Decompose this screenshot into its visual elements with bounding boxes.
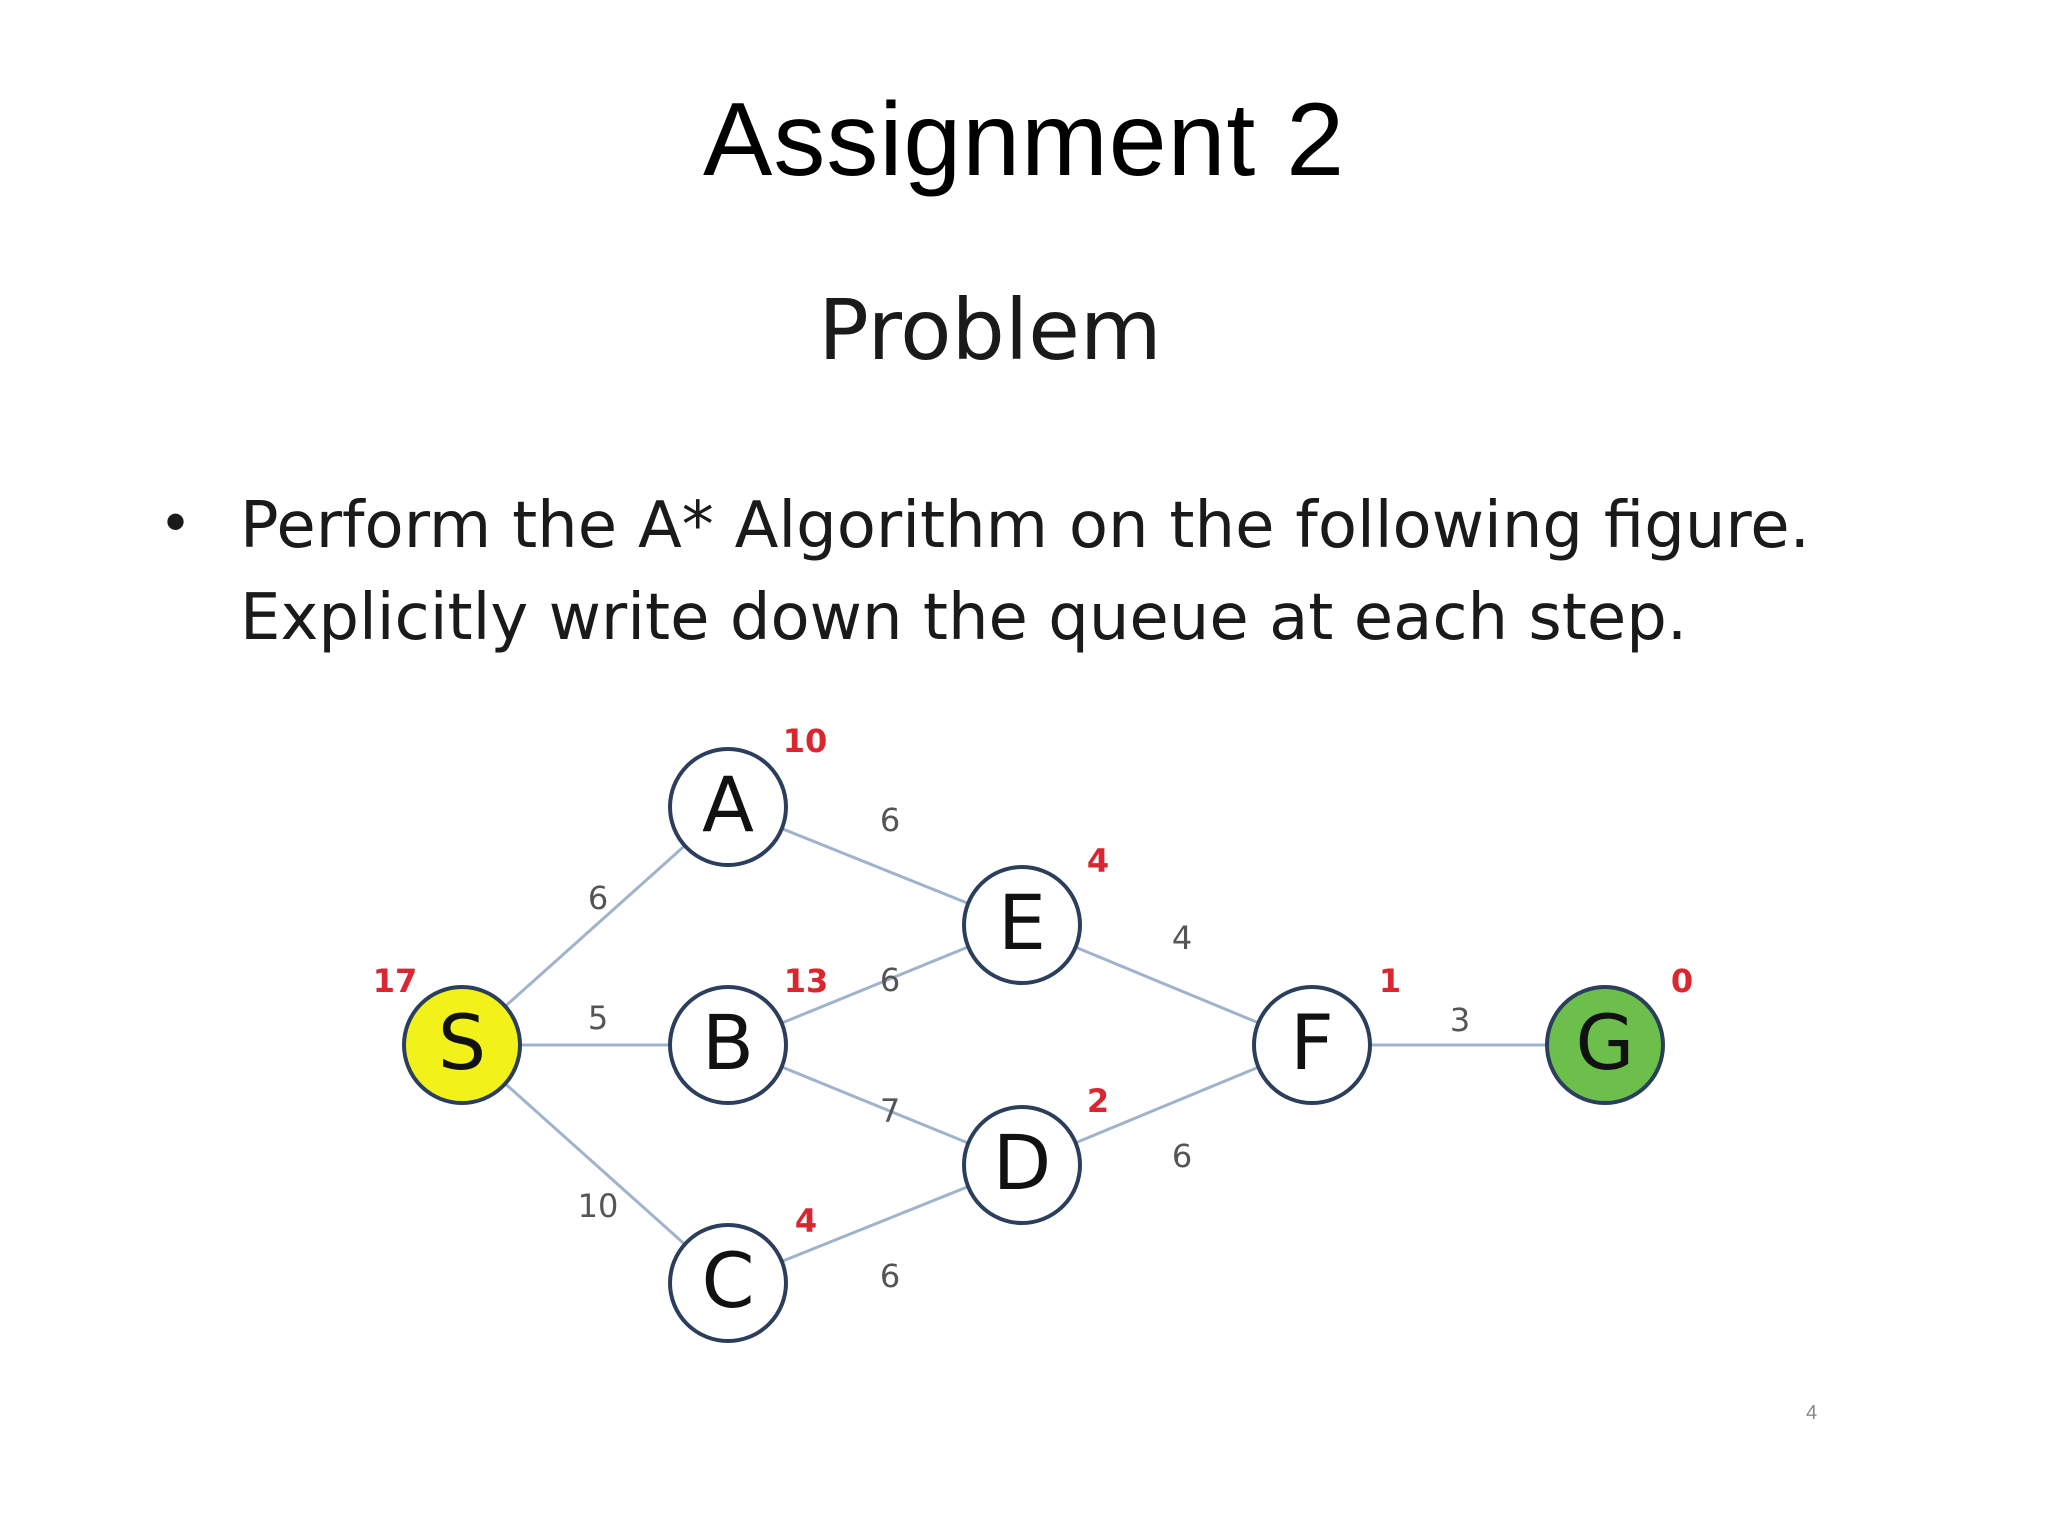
problem-statement: Perform the A* Algorithm on the followin… (240, 489, 1810, 655)
node-e-label: E (998, 878, 1046, 967)
page-number: 4 (1806, 1402, 1818, 1424)
edge-weight-a-e: 6 (880, 801, 900, 839)
edge-weight-b-e: 6 (880, 961, 900, 999)
edge-weight-d-f: 6 (1172, 1137, 1192, 1175)
edge-weight-s-b: 5 (588, 999, 608, 1037)
graph-nodes: S A B C E D F G (402, 747, 1665, 1343)
edge-weight-c-d: 6 (880, 1257, 900, 1295)
edge-weight-e-f: 4 (1172, 919, 1192, 957)
heuristic-a: 10 (783, 722, 828, 760)
heuristic-g: 0 (1671, 962, 1693, 1000)
edge-weight-f-g: 3 (1450, 1001, 1470, 1039)
edge-weights: 6 5 10 6 6 7 6 4 6 3 (578, 801, 1471, 1295)
heuristic-f: 1 (1379, 962, 1401, 1000)
node-s-circle (402, 985, 522, 1105)
bullet-marker: • (165, 488, 187, 555)
node-c-circle (668, 1223, 788, 1343)
heuristic-e: 4 (1087, 842, 1109, 880)
node-g-circle (1545, 985, 1665, 1105)
node-a-label: A (702, 760, 754, 849)
node-a-circle (668, 747, 788, 867)
heuristic-d: 2 (1087, 1082, 1109, 1120)
node-c-label: C (701, 1236, 754, 1325)
node-d-circle (962, 1105, 1082, 1225)
node-b-circle (668, 985, 788, 1105)
edge-weight-s-c: 10 (578, 1187, 619, 1225)
slide-title: Assignment 2 (702, 82, 1346, 198)
heuristic-c: 4 (795, 1202, 817, 1240)
heuristic-b: 13 (784, 962, 829, 1000)
node-g-label: G (1576, 998, 1635, 1087)
node-d-label: D (993, 1118, 1052, 1207)
node-s-label: S (438, 998, 486, 1087)
node-e-circle (962, 865, 1082, 985)
edge-weight-b-d: 7 (880, 1092, 900, 1130)
edge-weight-s-a: 6 (588, 879, 608, 917)
node-f-label: F (1290, 998, 1334, 1087)
section-heading: Problem (818, 281, 1162, 379)
node-b-label: B (702, 998, 754, 1087)
heuristic-s: 17 (373, 962, 418, 1000)
node-f-circle (1252, 985, 1372, 1105)
